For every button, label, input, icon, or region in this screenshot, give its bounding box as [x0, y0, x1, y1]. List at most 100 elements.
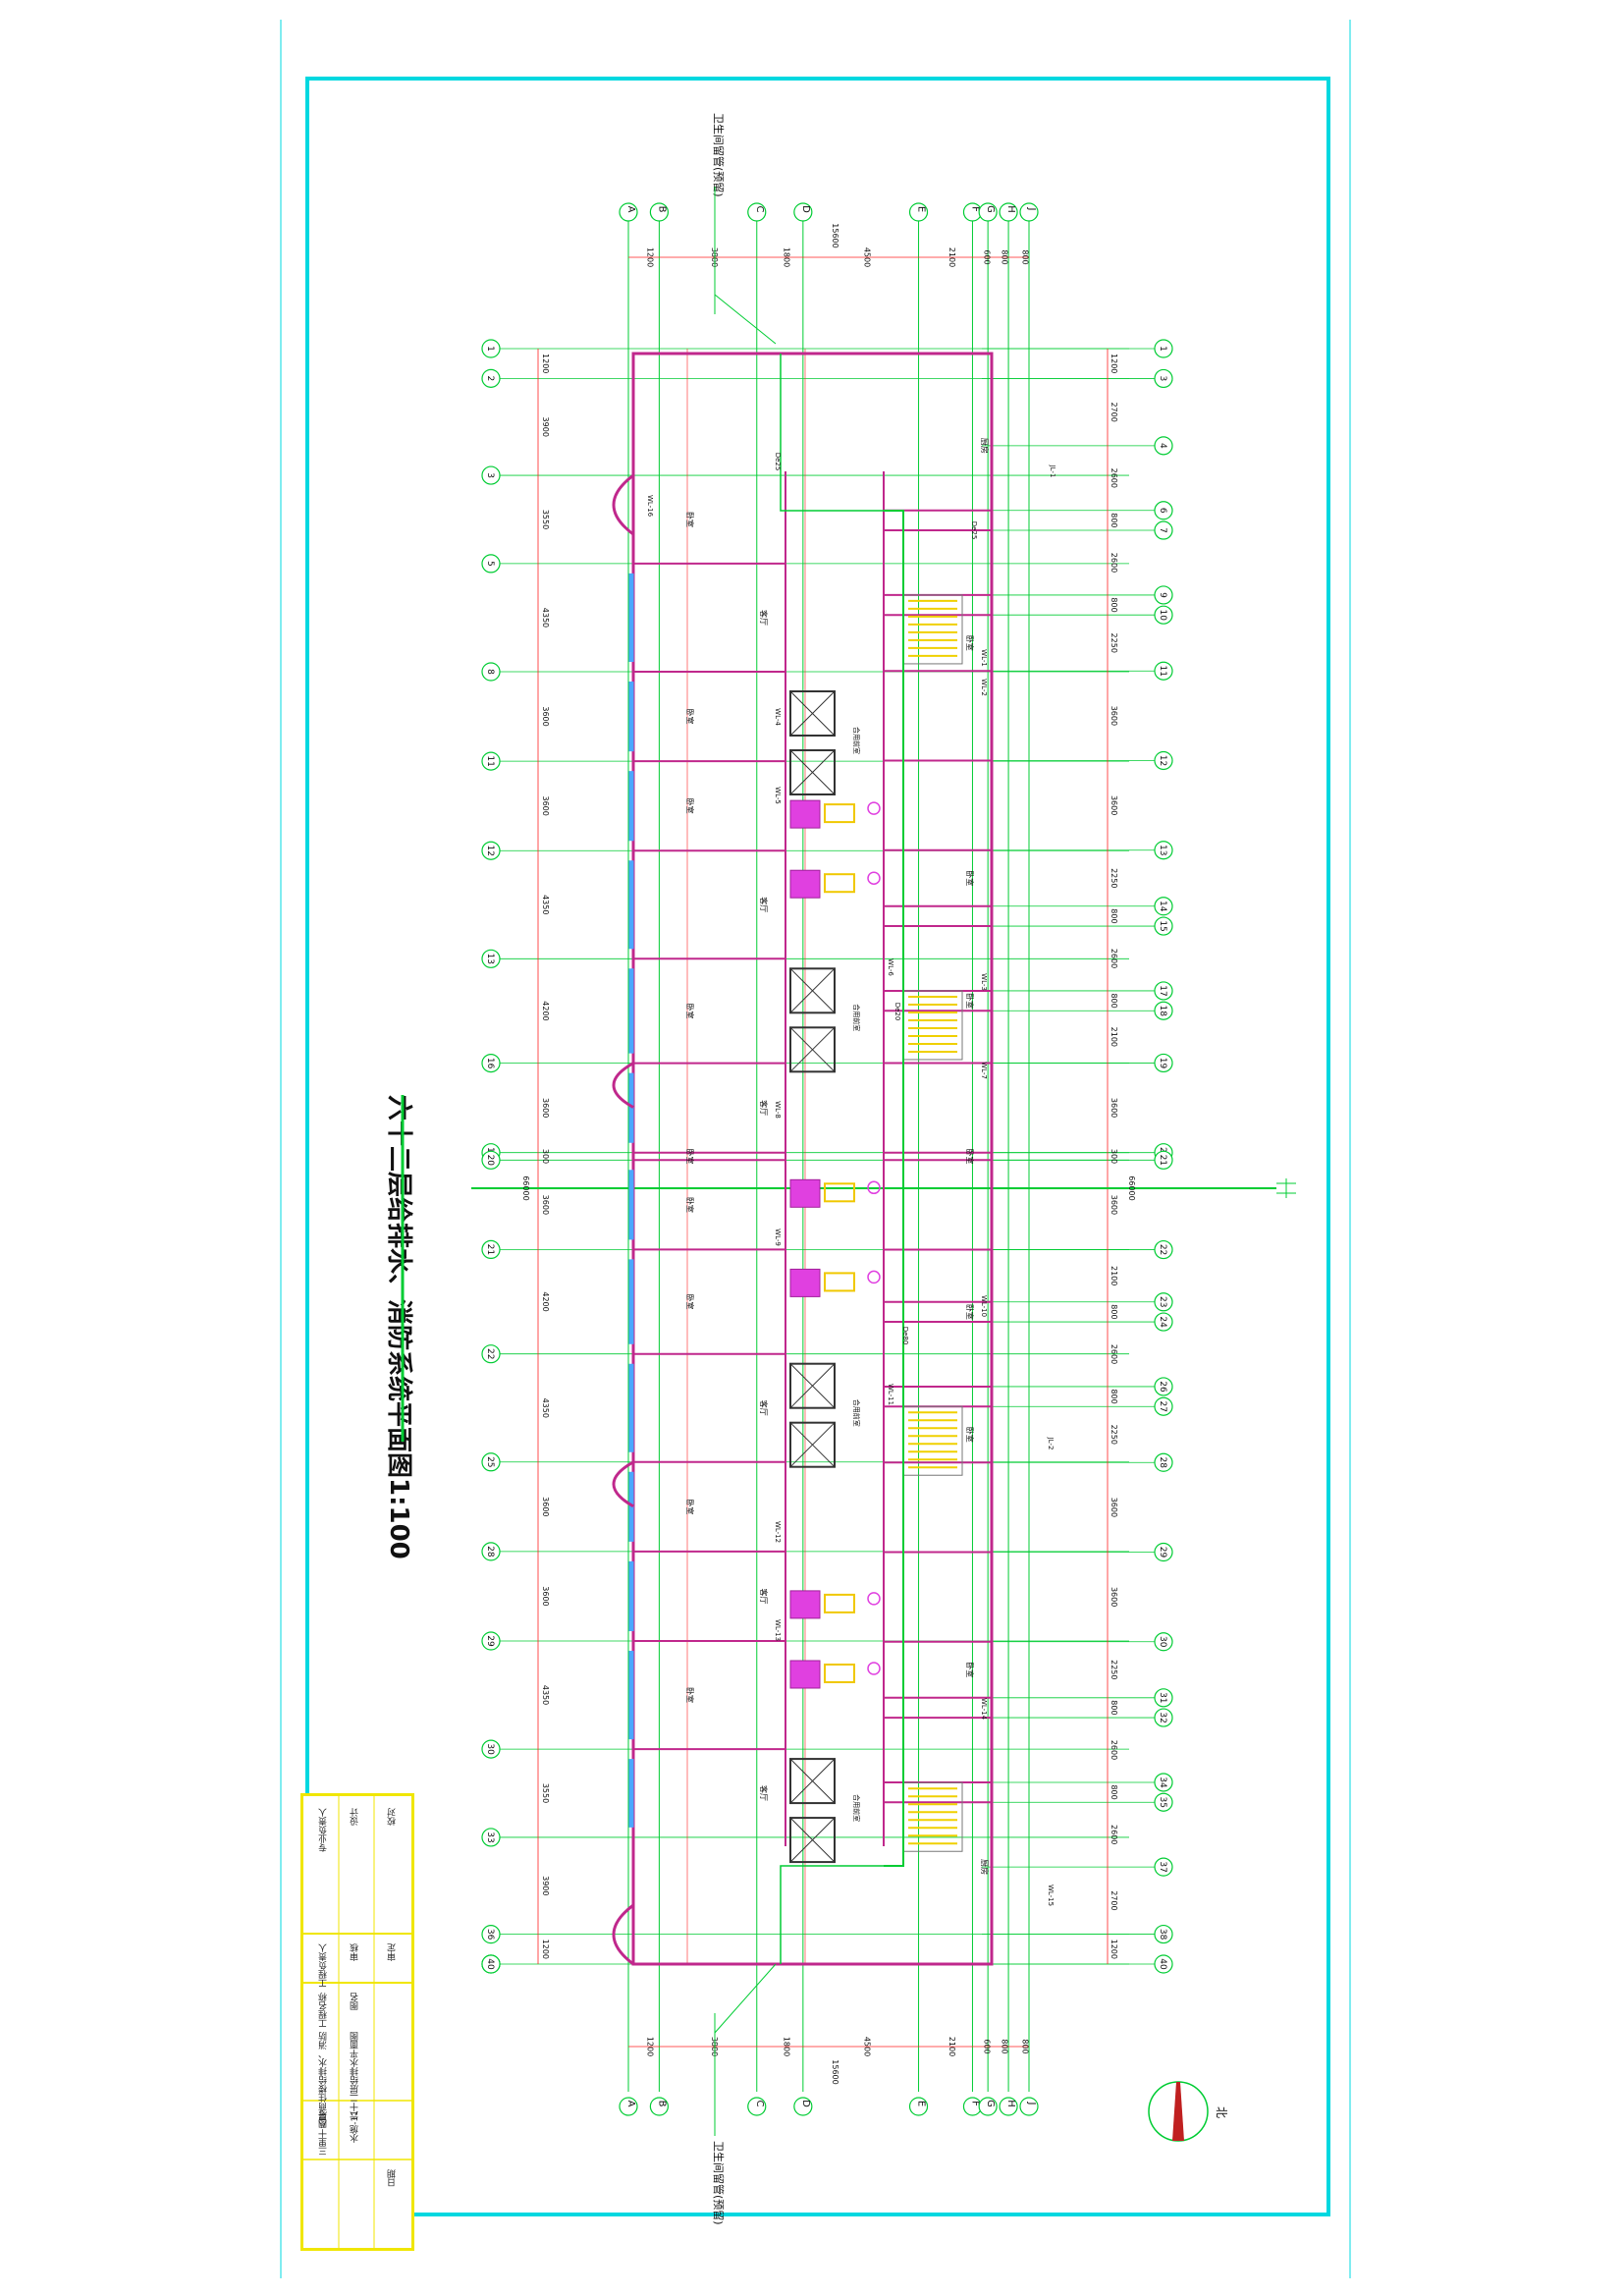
axis-label-right: 12 — [1158, 755, 1167, 766]
stair-outline — [902, 1405, 963, 1476]
axis-bubble-bottom — [978, 2097, 998, 2116]
tb-no-label: 图号 — [319, 2110, 329, 2128]
axis-label-left: 29 — [485, 1635, 495, 1647]
dim-right: 800 — [1110, 993, 1118, 1008]
room-label: 卧室 — [685, 1197, 695, 1213]
dim-bottom: 800 — [1021, 2039, 1030, 2053]
title-block-grid — [303, 1796, 411, 2248]
tb-check-label: 校对 — [388, 1808, 398, 1826]
axis-label-bottom: C — [754, 2101, 765, 2107]
axis-label-bottom: F — [969, 2101, 980, 2106]
dim-left: 4350 — [541, 1398, 550, 1418]
axis-bubble-right — [1154, 1001, 1173, 1020]
dim-left: 4200 — [541, 1001, 550, 1020]
axis-label-top: D — [800, 205, 811, 213]
dim-top: 800 — [1021, 249, 1030, 264]
axis-label-top: F — [969, 206, 980, 212]
dim-top: 4500 — [863, 247, 872, 267]
axis-bubble-right — [1154, 585, 1173, 605]
pipe-label: WL-6 — [887, 958, 894, 976]
axis-label-right: 28 — [1158, 1457, 1167, 1469]
bottom-note: 卫生间留管(预留) — [712, 2141, 726, 2225]
dim-right: 800 — [1110, 908, 1118, 923]
dim-right: 800 — [1110, 513, 1118, 527]
drawing-title: 六十二层给排水、消防系统平面图1:100 — [384, 1095, 414, 1559]
axis-label-top: H — [1005, 205, 1016, 213]
axis-label-bottom: A — [625, 2101, 636, 2107]
room-label-right: 卧室 — [965, 993, 975, 1009]
axis-label-right: 10 — [1158, 609, 1167, 621]
axis-label-left: 33 — [485, 1831, 495, 1842]
room-label: 客厅 — [759, 1588, 769, 1604]
elevator-shaft — [789, 1362, 836, 1409]
axis-bubble-right — [1154, 368, 1173, 389]
dim-left: 3600 — [541, 1497, 550, 1516]
dim-right: 800 — [1110, 1389, 1118, 1403]
axis-label-right: 11 — [1158, 666, 1167, 677]
elevator-shaft — [789, 1421, 836, 1468]
axis-bubble-top — [619, 202, 638, 222]
stair-outline — [902, 990, 963, 1061]
axis-bubble-right — [1154, 750, 1173, 771]
axis-label-left: 22 — [485, 1348, 495, 1359]
axis-bubble-left — [481, 1150, 501, 1170]
bath-fixture — [789, 799, 821, 829]
room-label-right: 卧室 — [965, 1427, 975, 1443]
dim-left: 3600 — [541, 1098, 550, 1118]
axis-label-right: 34 — [1158, 1777, 1167, 1788]
elevator-shaft — [789, 967, 836, 1014]
axis-bubble-right — [1154, 1924, 1173, 1944]
dim-right: 3600 — [1110, 706, 1118, 726]
fixture-circle — [867, 1592, 881, 1606]
dim-left: 1200 — [541, 1940, 550, 1959]
axis-label-top: J — [1026, 207, 1037, 211]
axis-label-right: 31 — [1158, 1692, 1167, 1703]
axis-label-top: B — [656, 206, 667, 213]
building-walls — [612, 352, 994, 1966]
axis-bubble-right — [1154, 1396, 1173, 1416]
elevator-shaft — [789, 1817, 836, 1864]
fixture-circle — [867, 1270, 881, 1285]
elevator-x — [789, 749, 836, 795]
axis-label-top: G — [985, 205, 996, 213]
bath-fixture — [789, 1590, 821, 1619]
axis-bubble-top — [978, 202, 998, 222]
dim-bottom: 800 — [1001, 2039, 1009, 2053]
axis-bubble-right — [1154, 1150, 1173, 1170]
dim-bottom: 600 — [982, 2039, 991, 2053]
axis-label-right: 4 — [1158, 443, 1167, 449]
bath-fixture — [789, 1660, 821, 1689]
dim-right: 300 — [1110, 1149, 1118, 1164]
dim-right: 1200 — [1110, 1940, 1118, 1959]
dim-right: 2250 — [1110, 868, 1118, 888]
axis-label-right: 1 — [1158, 346, 1167, 352]
axis-label-top: E — [916, 206, 927, 212]
dim-bottom: 1200 — [646, 2037, 655, 2056]
axis-bubble-left — [481, 339, 501, 358]
axis-bubble-left — [481, 841, 501, 860]
dim-bottom: 2100 — [947, 2037, 956, 2056]
tb-lead-label: 专业负责人 — [319, 1808, 329, 1852]
tb-date-label: 日期 — [388, 2169, 398, 2187]
axis-label-right: 27 — [1158, 1401, 1167, 1412]
axis-bubble-bottom — [793, 2097, 813, 2116]
fixture-sink — [824, 1593, 855, 1613]
axis-bubble-top — [999, 202, 1018, 222]
axis-label-left: 36 — [485, 1929, 495, 1941]
room-label: 客厅 — [759, 1100, 769, 1116]
dim-right: 2700 — [1110, 1890, 1118, 1910]
axis-bubble-top — [649, 202, 669, 222]
room-label: 卧室 — [685, 709, 695, 725]
branch-pipe — [780, 354, 884, 512]
axis-label-right: 32 — [1158, 1712, 1167, 1722]
pipe-label: De20 — [893, 1003, 901, 1021]
room-label: 卧室 — [685, 512, 695, 527]
axis-label-left: 25 — [485, 1456, 495, 1467]
dim-right: 3600 — [1110, 1498, 1118, 1517]
axis-bubble-right — [1154, 1053, 1173, 1073]
pipe-label: WL-4 — [774, 708, 782, 726]
room-label-right: 卧室 — [965, 1149, 975, 1165]
room-label: 卧室 — [685, 1003, 695, 1018]
dim-left: 3900 — [541, 1876, 550, 1895]
